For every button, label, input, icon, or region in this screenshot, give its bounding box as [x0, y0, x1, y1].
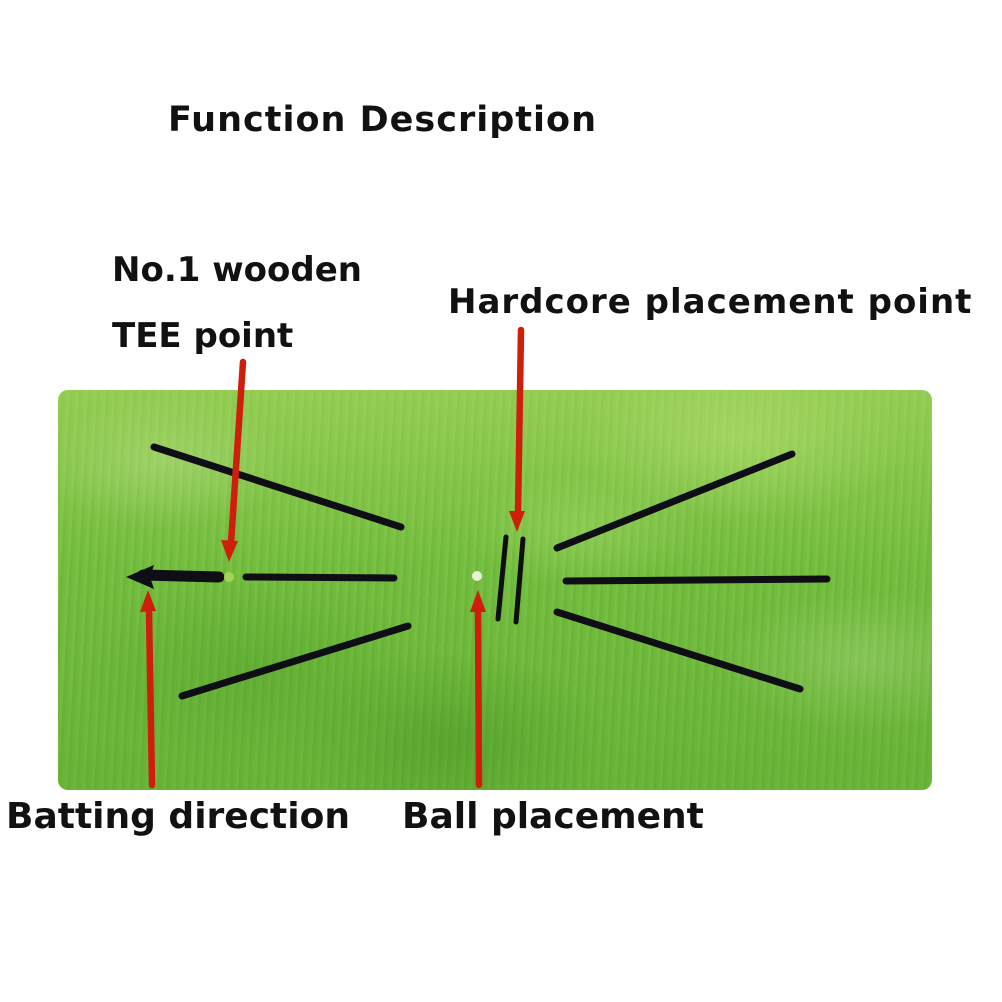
label-tee-point-line1: No.1 wooden: [112, 250, 362, 290]
label-ball-placement: Ball placement: [402, 796, 704, 837]
page-title: Function Description: [168, 100, 597, 140]
training-mat: [58, 390, 932, 790]
label-hardcore-placement-point: Hardcore placement point: [448, 282, 973, 322]
label-tee-point-line2: TEE point: [112, 316, 294, 356]
label-batting-direction: Batting direction: [6, 796, 350, 837]
